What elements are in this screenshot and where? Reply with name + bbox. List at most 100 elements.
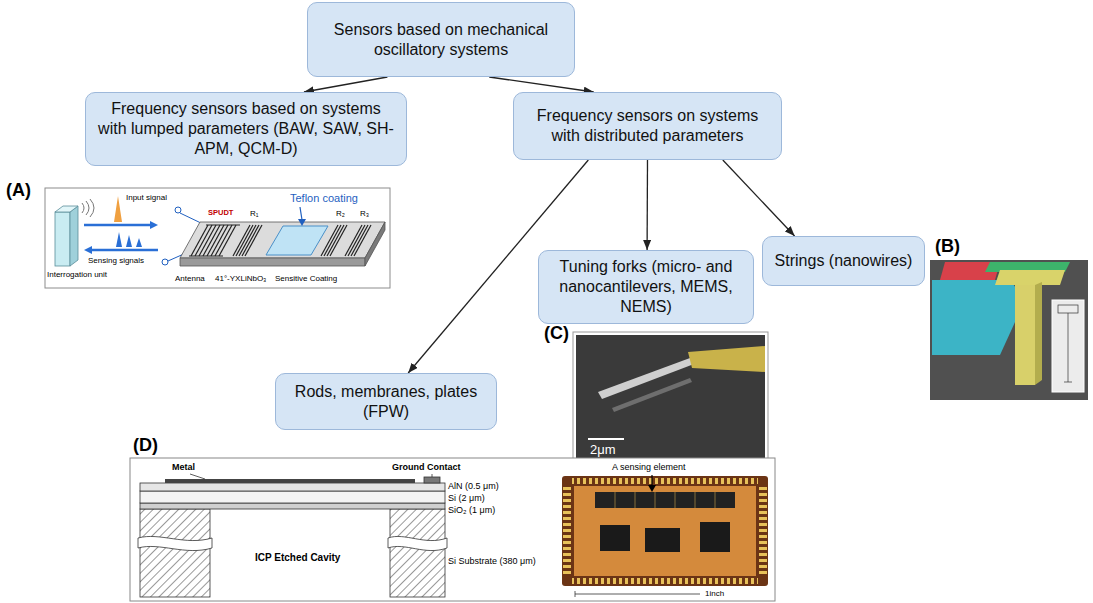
antenna-symbol bbox=[175, 207, 181, 213]
sensor-chip-photo bbox=[600, 525, 630, 551]
box-text: Frequency sensors based on systems with … bbox=[96, 99, 396, 159]
wireless-waves bbox=[82, 203, 84, 213]
part-label: Metal bbox=[172, 462, 195, 472]
part-label: Interrogation unit bbox=[47, 270, 107, 279]
signal-label: Input signal bbox=[126, 193, 167, 202]
sensor-chip-photo bbox=[572, 578, 758, 584]
fpw-device-illustration bbox=[130, 458, 775, 601]
reflectors bbox=[327, 225, 344, 256]
sensor-chip-photo bbox=[562, 475, 768, 597]
fpw-device-illustration bbox=[130, 458, 775, 601]
box-text: Rods, membranes, plates (FPW) bbox=[286, 382, 486, 422]
box-text: Frequency sensors on systems with distri… bbox=[524, 106, 771, 146]
inset-schematic bbox=[1058, 305, 1078, 382]
sensor-chip-photo bbox=[572, 478, 758, 484]
sensing-signal-arrow bbox=[84, 246, 92, 254]
part-label: R₂ bbox=[336, 209, 345, 218]
sensor-chip-photo bbox=[715, 492, 716, 508]
box-text: Strings (nanowires) bbox=[775, 251, 913, 271]
part-label: R₁ bbox=[250, 209, 258, 218]
part-label: R₃ bbox=[360, 209, 369, 218]
teflon-coating bbox=[298, 219, 306, 226]
reflectors bbox=[351, 225, 368, 256]
panel-letter: (C) bbox=[544, 323, 569, 344]
part-label: ICP Etched Cavity bbox=[255, 552, 340, 564]
sensing-signal-arrow bbox=[136, 238, 142, 247]
layer-stack bbox=[140, 483, 445, 491]
idt-fingers bbox=[215, 225, 232, 256]
layer-stack bbox=[138, 536, 212, 550]
sensor-chip-photo bbox=[615, 492, 715, 508]
scale-label: 2μm bbox=[590, 443, 616, 458]
cantilever-sem-image bbox=[588, 438, 624, 440]
layer-label: Si (2 μm) bbox=[448, 493, 485, 503]
teflon-coating bbox=[266, 226, 328, 255]
sensing-signal-arrow bbox=[116, 232, 122, 247]
saw-chip bbox=[180, 222, 385, 266]
wireless-waves bbox=[90, 199, 94, 217]
scale-label: 1inch bbox=[705, 589, 724, 598]
sensing-signal-arrow bbox=[92, 249, 158, 252]
layer-stack bbox=[390, 509, 445, 597]
sensor-chip-photo bbox=[645, 528, 680, 552]
teflon-coating bbox=[300, 207, 302, 220]
process-box: Frequency sensors based on systems with … bbox=[85, 92, 407, 166]
sensor-chip-photo bbox=[695, 492, 696, 508]
layer-stack bbox=[140, 491, 445, 503]
signal-label: Sensing signals bbox=[88, 256, 144, 265]
saw-chip bbox=[180, 258, 365, 266]
saw-sensor-illustration bbox=[45, 188, 390, 288]
wireless-waves bbox=[86, 201, 89, 215]
part-label: A sensing element bbox=[612, 462, 686, 472]
part-label: Ground Contact bbox=[392, 462, 461, 472]
reflectors bbox=[330, 225, 347, 256]
inset-schematic bbox=[1064, 382, 1072, 383]
reflectors bbox=[233, 225, 371, 256]
panel-letter: (A) bbox=[6, 180, 31, 201]
teflon-coating bbox=[266, 207, 328, 255]
saw-chip bbox=[365, 222, 385, 266]
panel-letter: (B) bbox=[935, 236, 960, 257]
part-label: SPUDT bbox=[208, 209, 233, 218]
nanowire-sem-image bbox=[932, 280, 1025, 355]
reflectors bbox=[245, 225, 262, 256]
cantilever-sem-image bbox=[598, 358, 694, 399]
arrow-connector bbox=[304, 77, 387, 92]
layer-label: AlN (0.5 μm) bbox=[448, 481, 499, 491]
arrow-connector bbox=[646, 160, 648, 250]
sensor-chip-photo bbox=[563, 486, 571, 576]
idt-fingers bbox=[211, 225, 228, 256]
sensor-chip-photo bbox=[675, 492, 676, 508]
process-box: Rods, membranes, plates (FPW) bbox=[275, 373, 497, 430]
saw-sensor-illustration bbox=[45, 188, 390, 288]
part-label: Antenna bbox=[175, 274, 205, 283]
box-text: Sensors based on mechanical oscillatory … bbox=[318, 20, 564, 60]
sensor-chip-photo bbox=[562, 476, 768, 586]
input-signal-arrow bbox=[150, 221, 158, 229]
box-text: Tuning forks (micro- and nanocantilevers… bbox=[549, 257, 743, 317]
nanowire-sem-image bbox=[930, 260, 1088, 400]
process-box: Frequency sensors on systems with distri… bbox=[513, 92, 782, 160]
reflectors bbox=[354, 225, 371, 256]
idt-fingers bbox=[219, 225, 236, 256]
arrow-connector bbox=[489, 77, 593, 92]
sensor-chip-photo bbox=[635, 492, 636, 508]
idt-fingers bbox=[189, 225, 240, 256]
nanowire-sem-image bbox=[1052, 300, 1084, 392]
sensor-chip-photo bbox=[574, 486, 756, 576]
layer-stack bbox=[138, 474, 447, 597]
sensor-chip-photo bbox=[595, 492, 735, 508]
layer-label: Si Substrate (380 μm) bbox=[448, 556, 536, 566]
nanowire-sem-image bbox=[930, 260, 1088, 400]
part-label: Teflon coating bbox=[290, 192, 358, 205]
interrogation-unit bbox=[55, 206, 78, 266]
sensor-chip-photo bbox=[648, 485, 656, 492]
layer-stack bbox=[190, 474, 205, 479]
inset-schematic bbox=[1058, 305, 1078, 313]
layer-stack bbox=[165, 479, 415, 483]
interrogation-unit bbox=[55, 206, 78, 212]
sensor-chip-photo bbox=[575, 591, 576, 597]
nanowire-sem-image bbox=[1015, 285, 1035, 385]
nanowire-sem-image bbox=[995, 270, 1065, 285]
